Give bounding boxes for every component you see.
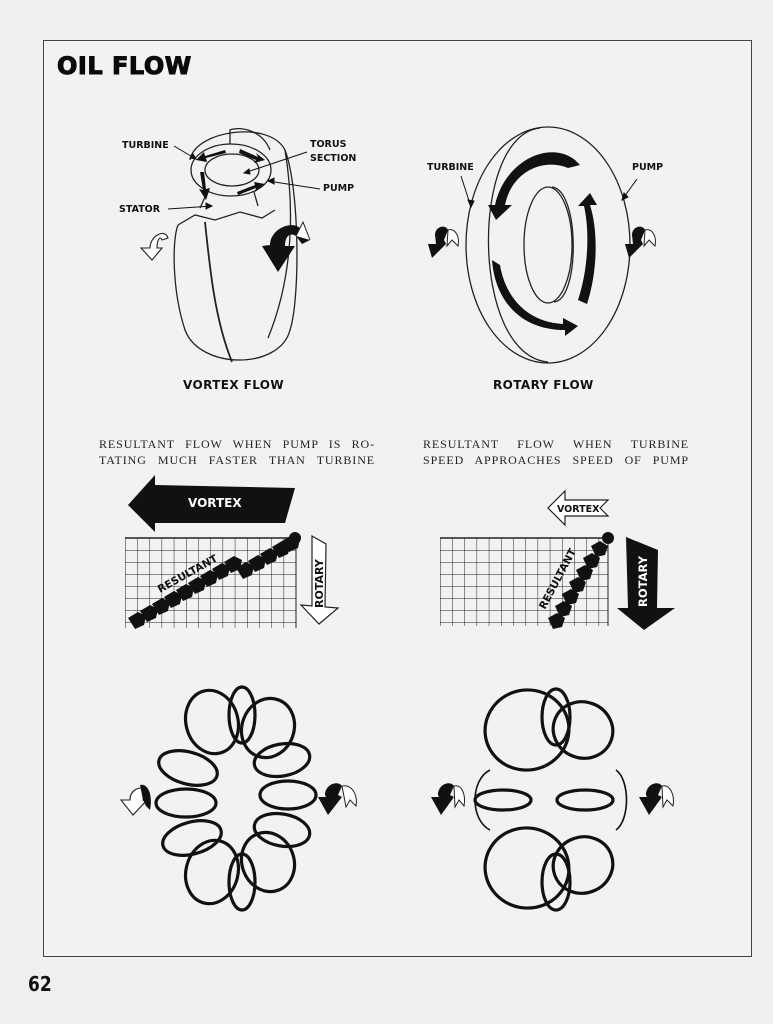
rotation-arrow-icon: [625, 226, 656, 258]
resultant-arrow-chain: [548, 541, 608, 629]
rotary-turbine-label: TURBINE: [427, 162, 474, 173]
resultant-arrow-chain: [128, 535, 300, 629]
left-resultant-description: RESULTANT FLOW WHEN PUMP IS RO- TATING M…: [99, 436, 375, 468]
right-desc-line1: RESULTANT FLOW WHEN TURBINE: [423, 437, 689, 451]
page-number: 62: [28, 972, 52, 996]
torus-label-line1: TORUS: [310, 139, 347, 150]
page-title: OIL FLOW: [57, 52, 192, 81]
left-vortex-label: VORTEX: [188, 496, 242, 510]
right-resultant-description: RESULTANT FLOW WHEN TURBINE SPEED APPROA…: [423, 436, 689, 468]
vortex-torus-section-label: TORUS SECTION: [310, 138, 356, 166]
rotation-arrow-icon: [428, 226, 459, 258]
rotation-arrow-icon: [139, 233, 169, 261]
left-desc-line1: RESULTANT FLOW WHEN PUMP IS RO-: [99, 437, 375, 451]
rotary-pump-label: PUMP: [632, 162, 664, 173]
rotation-arrow-icon: [262, 220, 311, 272]
rotation-arrow-icon: [639, 783, 674, 815]
rotation-arrow-icon: [318, 783, 357, 815]
vortex-stator-label: STATOR: [119, 204, 161, 215]
torus-label-line2: SECTION: [310, 153, 357, 164]
left-desc-line2: TATING MUCH FASTER THAN TURBINE: [99, 453, 375, 467]
left-rotary-label: ROTARY: [313, 558, 326, 608]
rotation-arrow-icon: [431, 783, 465, 815]
rotary-flow-caption: ROTARY FLOW: [493, 378, 594, 392]
vortex-turbine-label: TURBINE: [122, 140, 169, 151]
right-desc-line2: SPEED APPROACHES SPEED OF PUMP: [423, 453, 689, 467]
rotation-arrow-icon: [119, 784, 151, 816]
vortex-flow-caption: VORTEX FLOW: [183, 378, 285, 392]
right-rotary-label: ROTARY: [636, 555, 650, 607]
right-vortex-label: VORTEX: [557, 504, 600, 515]
vortex-pump-label: PUMP: [323, 183, 355, 194]
